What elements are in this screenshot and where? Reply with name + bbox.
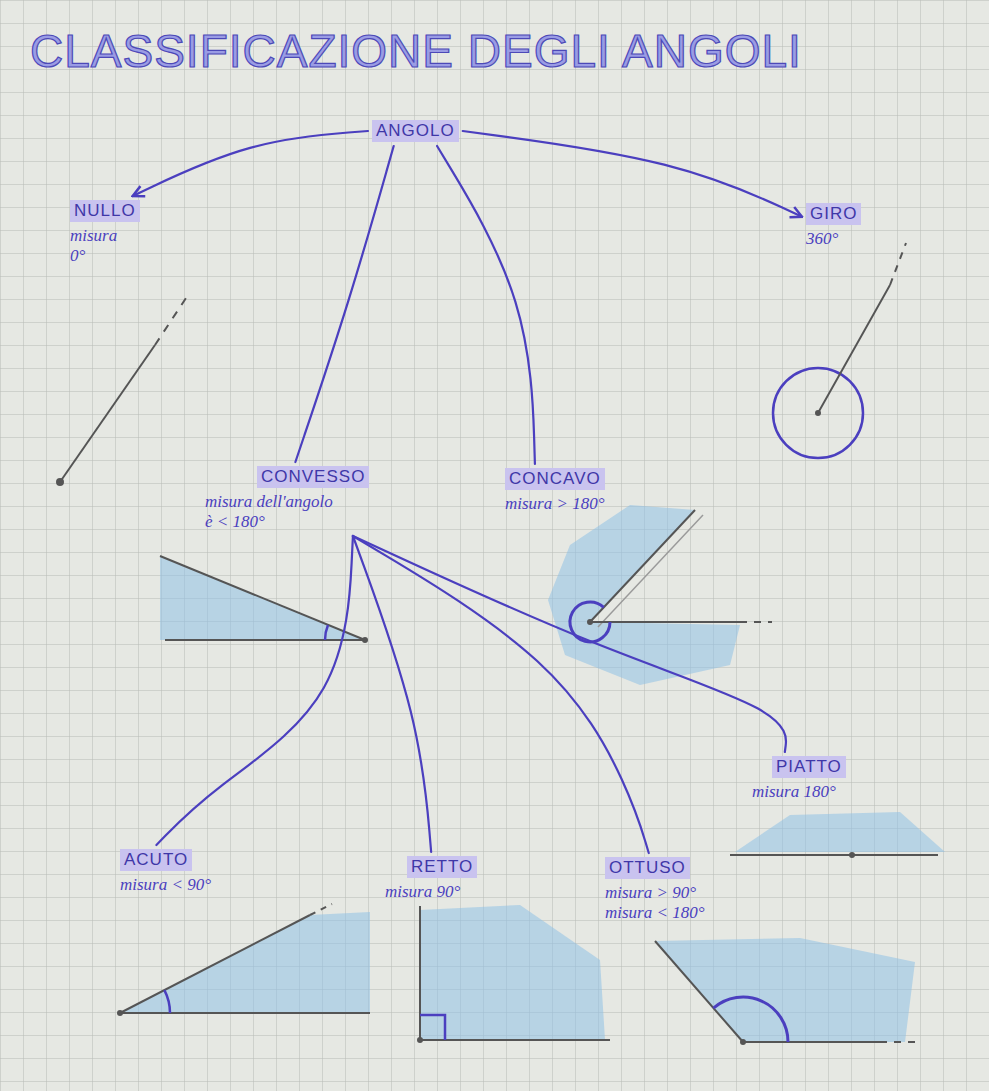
ray-dashed	[880, 1041, 915, 1043]
node-label: 360°	[806, 229, 861, 249]
node-heading: CONVESSO	[257, 466, 369, 488]
ray	[60, 345, 155, 482]
obtuse-angle-figure	[655, 938, 915, 1045]
tree-connector	[353, 536, 649, 853]
node-heading: CONCAVO	[505, 468, 605, 490]
ray	[420, 1039, 610, 1041]
ray-dashed	[890, 243, 906, 285]
vertex-dot	[849, 852, 855, 858]
angle-class-node: CONVESSO misura dell'angolo è < 180°	[205, 466, 369, 532]
angle-class-node: ANGOLO	[372, 120, 459, 142]
ray	[730, 854, 938, 856]
angle-shading	[735, 812, 945, 852]
ruler-edge	[598, 515, 703, 627]
angle-arc	[164, 990, 170, 1013]
right-angle-mark	[420, 1015, 445, 1040]
angle-arc	[325, 625, 328, 640]
node-label: misura 0°	[70, 226, 132, 266]
ray	[818, 285, 890, 413]
node-heading: NULLO	[70, 200, 140, 222]
connector-group	[133, 131, 802, 853]
angle-class-node: GIRO 360°	[806, 203, 861, 249]
ray	[743, 1041, 880, 1043]
node-heading: ANGOLO	[372, 120, 459, 142]
node-heading: RETTO	[407, 856, 477, 878]
vertex-dot	[815, 410, 821, 416]
node-label: misura > 90° misura < 180°	[605, 883, 730, 923]
node-heading: GIRO	[806, 203, 861, 225]
angle-class-node: CONCAVO misura > 180°	[505, 468, 605, 514]
node-heading: PIATTO	[772, 756, 846, 778]
angle-class-node: NULLO misura 0°	[70, 200, 140, 266]
node-label: misura > 180°	[505, 494, 605, 514]
ray-dashed	[740, 621, 772, 623]
vertex-dot	[740, 1039, 746, 1045]
node-label: misura 180°	[752, 782, 846, 802]
concave-angle-figure	[548, 505, 772, 685]
vertex-dot	[117, 1010, 123, 1016]
node-heading: OTTUSO	[605, 857, 690, 879]
tree-connector	[156, 536, 353, 845]
vertex-dot	[362, 637, 368, 643]
angle-class-node: PIATTO misura 180°	[752, 756, 846, 802]
acute-angle-figure	[117, 904, 370, 1016]
angle-shading	[160, 556, 365, 640]
tree-connector	[353, 536, 431, 852]
ray	[590, 621, 740, 623]
angle-shading	[655, 938, 915, 1042]
vertex-dot	[57, 479, 63, 485]
ray	[160, 556, 365, 640]
tree-connector	[295, 146, 393, 462]
node-label: misura 90°	[385, 882, 477, 902]
vertex-dot	[587, 619, 593, 625]
tree-connector	[463, 131, 802, 217]
full-angle-figure	[773, 243, 906, 458]
tree-connector	[437, 146, 535, 464]
ray	[120, 915, 310, 1013]
turn-circle	[773, 368, 863, 458]
right-angle-figure	[417, 905, 610, 1043]
null-angle-figure	[57, 292, 190, 485]
ray	[590, 510, 695, 622]
tree-connector	[353, 536, 786, 752]
node-heading: ACUTO	[120, 849, 192, 871]
node-label: misura < 90°	[120, 875, 211, 895]
angle-shading	[420, 905, 605, 1040]
angle-shading	[120, 912, 370, 1013]
page-title: CLASSIFICAZIONE DEGLI ANGOLI	[30, 24, 802, 78]
angle-class-node: ACUTO misura < 90°	[120, 849, 211, 895]
ray-dashed	[155, 292, 190, 345]
ray	[165, 639, 365, 641]
ray-dashed	[310, 904, 332, 915]
ray	[120, 1012, 370, 1014]
tree-connector	[133, 131, 368, 196]
ray	[655, 941, 743, 1042]
angle-shading	[548, 505, 740, 685]
angle-arc	[713, 997, 788, 1042]
vertex-dot	[417, 1037, 423, 1043]
angle-class-node: RETTO misura 90°	[385, 856, 477, 902]
straight-angle-figure	[730, 812, 945, 858]
angle-class-node: OTTUSO misura > 90° misura < 180°	[605, 857, 730, 923]
node-label: misura dell'angolo è < 180°	[205, 492, 343, 532]
ray	[419, 906, 421, 1040]
convex-angle-figure	[160, 556, 368, 643]
